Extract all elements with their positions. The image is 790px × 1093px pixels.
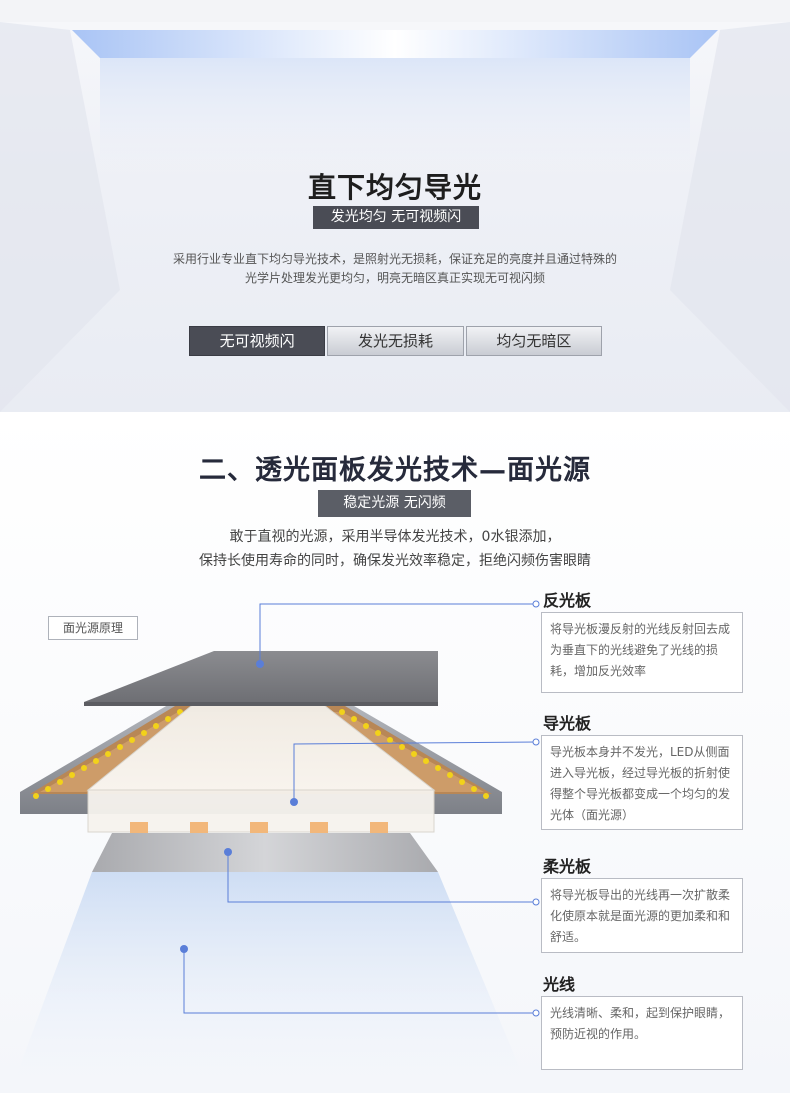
section2-desc-line2: 保持长使用寿命的同时，确保发光效率稳定，拒绝闪频伤害眼睛 xyxy=(199,553,591,569)
layer-title-lgp: 导光板 xyxy=(543,714,592,733)
light-beam xyxy=(10,872,530,1093)
panel-layers-diagram xyxy=(10,600,540,1093)
section2-title: 二、透光面板发光技术—面光源 xyxy=(199,455,591,486)
feature-tabs: 无可视频闪 发光无损耗 均匀无暗区 xyxy=(189,326,602,356)
led-strip-left xyxy=(33,709,183,799)
tab-no-loss[interactable]: 发光无损耗 xyxy=(327,326,464,356)
diffuser-plate xyxy=(92,833,438,872)
section2-description: 敢于直视的光源，采用半导体发光技术，0水银添加， 保持长使用寿命的同时，确保发光… xyxy=(0,525,790,573)
section1-badge: 发光均匀 无可视频闪 xyxy=(313,206,479,229)
principle-label: 面光源原理 xyxy=(48,616,138,640)
layer-desc-diffuser: 将导光板导出的光线再一次扩散柔化使原本就是面光源的更加柔和和舒适。 xyxy=(541,878,743,953)
layer-title-diffuser: 柔光板 xyxy=(543,857,592,876)
section2-badge: 稳定光源 无闪频 xyxy=(318,490,471,517)
ceiling-light-illustration xyxy=(0,0,790,412)
section2-desc-line1: 敢于直视的光源，采用半导体发光技术，0水银添加， xyxy=(229,529,561,545)
callout-line-lgp xyxy=(293,741,537,802)
callout-line-light xyxy=(183,949,536,1014)
callout-line-diffuser xyxy=(227,852,536,903)
section1-desc-line2: 光学片处理发光更均匀，明亮无暗区真正实现无可视闪频 xyxy=(244,271,545,285)
layer-desc-reflector: 将导光板漫反射的光线反射回去成为垂直下的光线避免了光线的损耗，增加反光效率 xyxy=(541,612,743,693)
led-strip-right xyxy=(339,709,489,799)
layer-desc-lgp: 导光板本身并不发光，LED从侧面进入导光板，经过导光板的折射使得整个导光板都变成… xyxy=(541,735,743,830)
uniform-light-section: 直下均匀导光 发光均匀 无可视频闪 采用行业专业直下均匀导光技术，是照射光无损耗… xyxy=(0,0,790,412)
section1-desc-line1: 采用行业专业直下均匀导光技术，是照射光无损耗，保证充足的亮度并且通过特殊的 xyxy=(172,252,617,266)
tab-no-dark-area[interactable]: 均匀无暗区 xyxy=(465,326,602,356)
section1-title: 直下均匀导光 xyxy=(307,171,482,204)
callout-line-reflector xyxy=(259,603,536,664)
section1-description: 采用行业专业直下均匀导光技术，是照射光无损耗，保证充足的亮度并且通过特殊的 光学… xyxy=(0,250,790,288)
panel-light-section: 二、透光面板发光技术—面光源 稳定光源 无闪频 敢于直视的光源，采用半导体发光技… xyxy=(0,412,790,1093)
reflector-plate xyxy=(84,651,438,702)
tab-no-flicker[interactable]: 无可视频闪 xyxy=(189,326,326,356)
layer-title-light: 光线 xyxy=(543,975,576,994)
layer-desc-light: 光线清晰、柔和，起到保护眼睛，预防近视的作用。 xyxy=(541,996,743,1070)
layer-title-reflector: 反光板 xyxy=(543,591,592,610)
